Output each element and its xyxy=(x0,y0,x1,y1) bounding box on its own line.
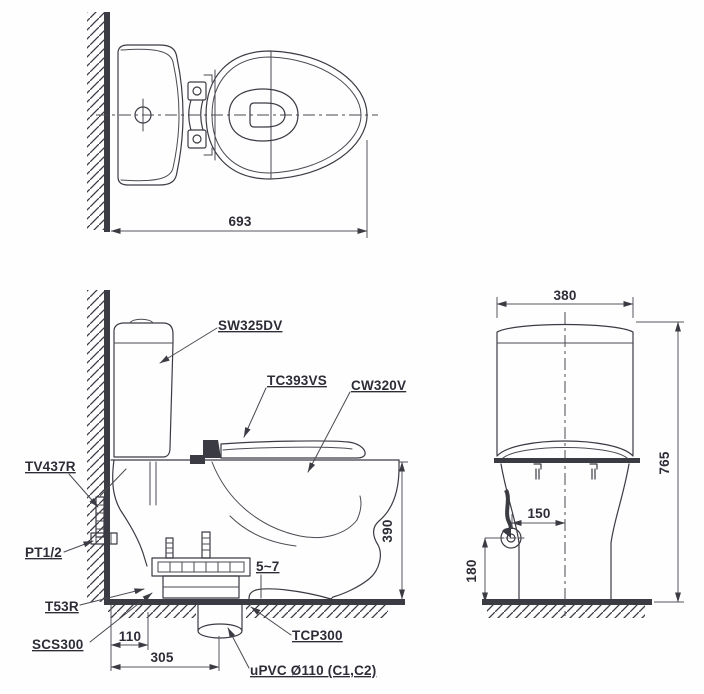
floor-hatch xyxy=(246,605,388,618)
seat-plan xyxy=(205,50,368,180)
label-stop-valve: TV437R xyxy=(25,459,76,474)
cistern-plan xyxy=(117,44,184,186)
inlet-valve xyxy=(497,489,525,549)
cistern-front xyxy=(496,323,634,456)
drain-pipe xyxy=(197,604,243,639)
label-connector: SCS300 xyxy=(32,637,83,652)
label-bowl: CW320V xyxy=(351,378,406,393)
dim-150: 150 xyxy=(511,506,566,528)
front-view: 380 765 150 180 xyxy=(464,288,684,618)
dim-110: 110 xyxy=(110,605,149,671)
stop-valve xyxy=(90,468,127,545)
hinge-plan xyxy=(187,74,213,156)
floor-hatch xyxy=(487,605,645,618)
dim-wall-to-outlet: 305 xyxy=(150,650,173,665)
dim-390: 390 xyxy=(380,461,408,600)
dim-wall-to-fixing: 110 xyxy=(119,629,141,644)
label-drain-pipe: uPVC Ø110 (C1,C2) xyxy=(250,663,376,678)
cistern-side xyxy=(113,318,174,458)
floor-line xyxy=(104,599,405,605)
dim-inlet-height: 180 xyxy=(464,559,479,582)
wall-line xyxy=(104,12,110,232)
wall-hatch xyxy=(87,290,104,602)
dim-inlet-offset: 150 xyxy=(527,506,550,521)
dim-693: 693 xyxy=(110,140,368,238)
wall-line xyxy=(104,290,110,604)
dim-380: 380 xyxy=(496,288,634,318)
label-floor-flange: TCP300 xyxy=(292,628,343,643)
label-floor-gap: 5~7 xyxy=(256,559,280,574)
dim-305: 305 xyxy=(110,636,220,671)
wall-hatch xyxy=(87,12,104,230)
part-labels: SW325DV TC393VS CW320V TV437R PT1/2 T53R… xyxy=(25,318,406,678)
dim-overall-height: 765 xyxy=(657,451,672,474)
dim-180: 180 xyxy=(464,537,501,603)
label-cistern: SW325DV xyxy=(218,318,282,333)
bowl-front xyxy=(494,440,640,600)
label-water-inlet: PT1/2 xyxy=(25,545,62,560)
seat-side xyxy=(190,440,366,464)
dim-cistern-width: 380 xyxy=(553,288,576,303)
label-fixing: T53R xyxy=(45,599,79,614)
dim-765: 765 xyxy=(636,321,684,603)
bowl-side xyxy=(112,459,400,600)
top-view: 693 xyxy=(87,12,378,238)
floor-hatch xyxy=(108,605,196,618)
floor-line xyxy=(482,599,652,605)
side-view: 5~7 390 110 305 SW325DV TC393VS CW320V xyxy=(25,290,408,678)
dim-rim-height: 390 xyxy=(380,519,395,542)
label-seat: TC393VS xyxy=(267,373,327,388)
floor-flange xyxy=(151,531,251,599)
dim-overall-depth: 693 xyxy=(228,214,251,229)
